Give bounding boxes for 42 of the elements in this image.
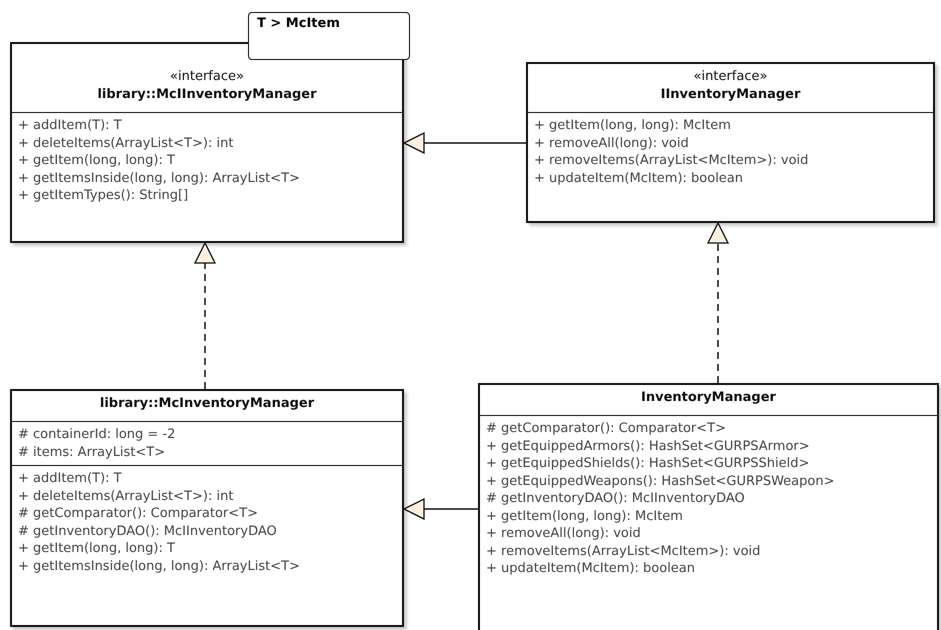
- class-name: library::McInventoryManager: [100, 395, 314, 413]
- attribute-text: # containerId: long = -2: [17, 426, 176, 444]
- method-text: + addItem(T): T: [17, 117, 122, 134]
- method-text: + getEquippedArmors(): HashSet<GURPSArmor>: [485, 438, 810, 455]
- method-text: + removeAll(long): void: [485, 525, 641, 542]
- template-parameter-text: T > McItem: [257, 16, 340, 31]
- class-box: [10, 42, 404, 243]
- generalization-arrow: [403, 132, 526, 154]
- method-text: + getItemsInside(long, long): ArrayList<T>: [17, 558, 300, 575]
- realization-arrow: [707, 222, 729, 383]
- attribute-text: # items: ArrayList<T>: [17, 444, 166, 461]
- method-text: # getInventoryDAO(): McIInventoryDAO: [17, 522, 277, 540]
- method-text: + removeItems(ArrayList<McItem>): void: [485, 542, 760, 560]
- class-name: library::McIInventoryManager: [97, 86, 317, 104]
- method-text: + removeAll(long): void: [533, 134, 689, 152]
- method-text: # getInventoryDAO(): McIInventoryDAO: [485, 490, 745, 508]
- method-text: + getItemsInside(long, long): ArrayList<T>: [17, 170, 300, 187]
- method-text: + getItemTypes(): String[]: [17, 187, 188, 204]
- method-text: + deleteItems(ArrayList<T>): int: [17, 134, 234, 152]
- class-box: [10, 389, 404, 627]
- class-name: InventoryManager: [641, 389, 776, 407]
- method-text: + getItem(long, long): McItem: [533, 117, 731, 134]
- method-text: + updateItem(McItem): boolean: [533, 170, 744, 187]
- method-text: + getItem(long, long): T: [17, 540, 175, 558]
- method-text: # getComparator(): Comparator<T>: [485, 420, 726, 438]
- stereotype-label: «interface»: [694, 68, 768, 86]
- generalization-arrow: [403, 498, 478, 520]
- method-text: + getItem(long, long): T: [17, 152, 175, 170]
- class-name: IInventoryManager: [660, 86, 800, 104]
- method-text: + getEquippedShields(): HashSet<GURPSShield>: [485, 455, 810, 472]
- class-box: [478, 383, 939, 630]
- method-text: + getItem(long, long): McItem: [485, 508, 683, 525]
- template-parameter-box: [248, 12, 410, 60]
- method-text: + addItem(T): T: [17, 470, 122, 488]
- realization-arrow: [194, 242, 216, 389]
- class-box: [526, 62, 935, 223]
- method-text: + deleteItems(ArrayList<T>): int: [17, 488, 234, 505]
- method-text: # getComparator(): Comparator<T>: [17, 505, 258, 522]
- method-text: + getEquippedWeapons(): HashSet<GURPSWeapon>: [485, 472, 834, 490]
- method-text: + updateItem(McItem): boolean: [485, 560, 696, 578]
- stereotype-label: «interface»: [170, 68, 244, 86]
- method-text: + removeItems(ArrayList<McItem>): void: [533, 152, 808, 170]
